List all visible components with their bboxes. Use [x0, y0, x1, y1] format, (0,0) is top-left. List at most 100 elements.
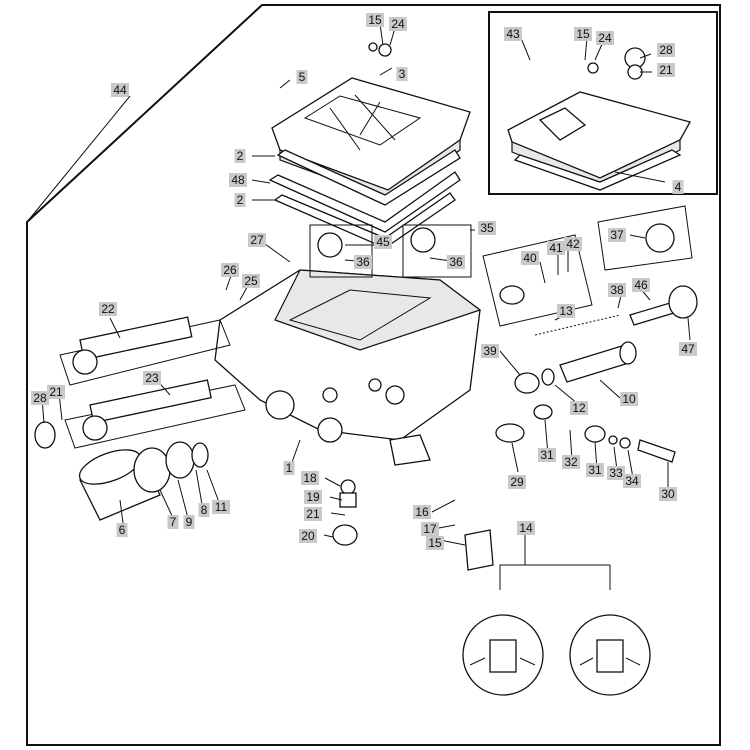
callout-bg	[304, 507, 322, 521]
callout-c42: 42	[564, 237, 582, 251]
callout-number: 31	[588, 463, 602, 477]
callout-bg	[447, 255, 465, 269]
callout-c2b: 2	[234, 193, 246, 207]
callout-bg	[198, 503, 210, 517]
callout-bg	[547, 241, 565, 255]
callout-c34: 34	[623, 474, 641, 488]
callout-c15c: 15	[426, 536, 444, 550]
fitting-31a	[533, 404, 553, 420]
callout-bg	[242, 274, 260, 288]
callout-number: 33	[609, 466, 623, 480]
plug-40	[499, 285, 525, 305]
callout-c21a: 21	[657, 63, 675, 77]
plug-20	[332, 524, 358, 546]
callout-number: 18	[303, 471, 317, 485]
callout-number: 35	[480, 221, 494, 235]
callout-bg	[366, 13, 384, 27]
callout-c19: 19	[304, 490, 322, 504]
callout-c7: 7	[167, 515, 179, 529]
callout-c28b: 28	[31, 391, 49, 405]
spring-19	[339, 492, 357, 508]
callout-c21b: 21	[47, 385, 65, 399]
callout-c37: 37	[608, 228, 626, 242]
callout-number: 43	[506, 27, 520, 41]
callout-number: 15	[368, 13, 382, 27]
callout-bg	[99, 302, 117, 316]
inset-box	[488, 11, 718, 195]
callout-bg	[143, 371, 161, 385]
callout-bg	[570, 401, 588, 415]
callout-bg	[396, 67, 408, 81]
callout-bg	[538, 448, 556, 462]
callout-c33: 33	[607, 466, 625, 480]
callout-number: 12	[572, 401, 586, 415]
callout-bg	[426, 536, 444, 550]
inset-box-37	[597, 205, 693, 271]
seal-7	[133, 447, 171, 493]
callout-number: 36	[356, 255, 370, 269]
callout-number: 16	[415, 505, 429, 519]
callout-bg	[283, 461, 295, 475]
callout-number: 2	[237, 193, 244, 207]
plug-45	[317, 232, 343, 258]
callout-bg	[111, 83, 129, 97]
callout-number: 36	[449, 255, 463, 269]
callout-bg	[47, 385, 65, 399]
callout-c23: 23	[143, 371, 161, 385]
callout-c10: 10	[620, 392, 638, 406]
callout-number: 26	[223, 263, 237, 277]
callout-bg	[248, 233, 266, 247]
callout-bg	[607, 466, 625, 480]
callout-number: 9	[186, 515, 193, 529]
gasket-upper	[276, 149, 461, 206]
callout-number: 25	[244, 274, 258, 288]
callout-number: 30	[661, 487, 675, 501]
callout-bg	[354, 255, 372, 269]
callout-number: 17	[423, 522, 437, 536]
callout-bg	[608, 283, 626, 297]
valve-assembly-22	[59, 316, 231, 386]
callout-bg	[478, 221, 496, 235]
callout-number: 5	[299, 70, 306, 84]
callout-bg	[586, 463, 604, 477]
callout-number: 7	[170, 515, 177, 529]
callout-number: 46	[634, 278, 648, 292]
callout-number: 4	[675, 180, 682, 194]
plug-35	[410, 227, 436, 253]
callout-number: 45	[376, 235, 390, 249]
fitting-29	[495, 423, 525, 443]
callout-bg	[31, 391, 49, 405]
callout-number: 11	[215, 500, 228, 514]
callout-c4: 4	[672, 180, 684, 194]
sleeve-10	[559, 341, 637, 383]
callout-number: 24	[598, 31, 612, 45]
callout-c11: 11	[212, 500, 230, 514]
callout-number: 8	[201, 503, 208, 517]
callout-c9: 9	[183, 515, 195, 529]
callout-bg	[296, 70, 308, 84]
callout-bg	[167, 515, 179, 529]
callout-bg	[672, 180, 684, 194]
callout-number: 10	[622, 392, 636, 406]
callout-number: 48	[231, 173, 245, 187]
diagram-frame	[26, 4, 721, 746]
callout-number: 3	[399, 67, 406, 81]
callout-bg	[116, 523, 128, 537]
valve-assembly-23	[64, 379, 246, 449]
callout-c14: 14	[517, 521, 535, 535]
piston-39	[514, 372, 540, 394]
callout-c41: 41	[547, 241, 565, 255]
callout-c47: 47	[679, 342, 697, 356]
valve-37	[645, 223, 675, 253]
callout-bg	[413, 505, 431, 519]
fitting-31b	[584, 425, 606, 443]
callout-number: 28	[33, 391, 47, 405]
callout-number: 23	[145, 371, 159, 385]
callout-bg	[562, 455, 580, 469]
callout-number: 42	[566, 237, 580, 251]
callout-c32: 32	[562, 455, 580, 469]
callout-number: 24	[391, 17, 405, 31]
callout-c17: 17	[421, 522, 439, 536]
callout-bg	[304, 490, 322, 504]
